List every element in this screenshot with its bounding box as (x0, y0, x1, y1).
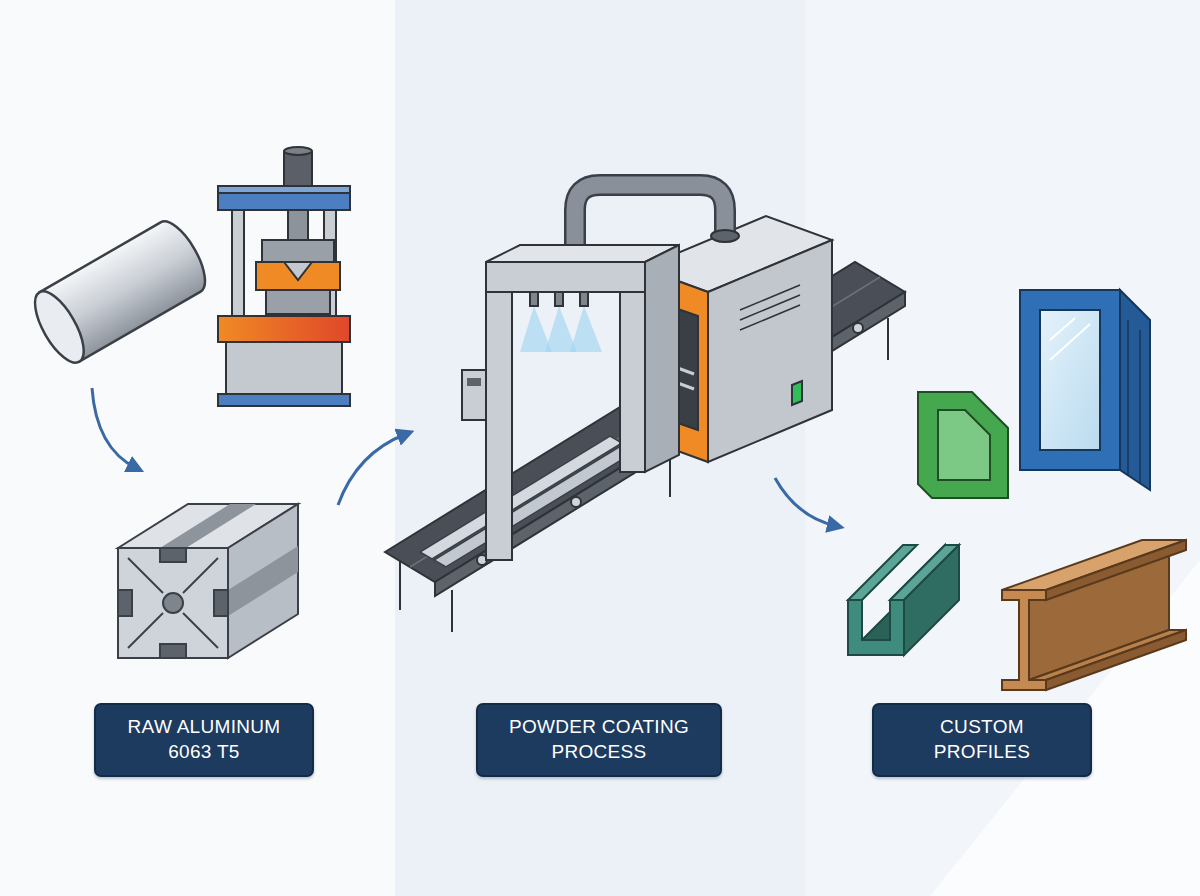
spray-booth-part (530, 292, 538, 306)
conveyor-belt-part (399, 560, 401, 610)
corner-profile-part (918, 392, 1008, 498)
spray-booth (462, 245, 679, 560)
extruded-profile-part (128, 613, 163, 648)
window-frame-profile-part (1050, 324, 1090, 360)
spray-booth-part (570, 306, 602, 352)
extruded-profile-part (128, 558, 163, 593)
extrusion-press-part (284, 262, 312, 280)
stage-label-box: CUSTOM PROFILES (872, 703, 1092, 776)
extrusion-press-part (218, 186, 350, 193)
spray-booth-part (462, 370, 486, 420)
spray-booth-part (555, 292, 563, 306)
extruded-profile-part (160, 644, 186, 658)
profiles-on-belt-part (434, 444, 636, 567)
stage-label-box: POWDER COATING PROCESS (476, 703, 722, 776)
conveyor-belt-part (571, 497, 581, 507)
extrusion-press (218, 147, 350, 406)
channel-profile-part (848, 600, 904, 655)
extruded-profile-part (214, 590, 228, 616)
channel-profile (848, 545, 959, 655)
stage-label-box: RAW ALUMINUM 6063 T5 (94, 703, 314, 776)
profiles-on-belt (420, 436, 636, 567)
flow-arrow-part (92, 388, 136, 468)
extruded-profile (118, 504, 298, 658)
extrusion-press-part (232, 210, 244, 318)
extruded-profile-part (183, 558, 218, 593)
i-beam-profile-part (1046, 540, 1186, 600)
powder-pipe-part (711, 230, 739, 242)
channel-profile-part (904, 545, 959, 655)
extruded-profile-part (118, 548, 228, 658)
spray-booth-part (580, 292, 588, 306)
extrusion-press-part (218, 394, 350, 406)
aluminum-billet (26, 214, 215, 369)
oven-part (708, 240, 832, 462)
conveyor-belt-part (887, 318, 889, 360)
window-frame-profile-part (1040, 310, 1100, 450)
extrusion-press-part (218, 186, 350, 210)
window-frame-profile-part (1139, 330, 1141, 484)
window-frame-profile-part (1020, 290, 1120, 470)
spray-booth-part (486, 292, 512, 560)
window-frame-profile-part (1120, 290, 1150, 490)
extruded-profile-part (183, 613, 218, 648)
extrusion-press-part (288, 210, 308, 242)
stage-label: CUSTOM PROFILES (920, 715, 1044, 764)
spray-booth-part (645, 245, 679, 472)
extruded-profile-part (228, 546, 298, 616)
window-frame-profile (1020, 290, 1150, 490)
extruded-profile-part (118, 590, 132, 616)
oven-part (740, 285, 800, 310)
i-beam-profile (1002, 540, 1186, 690)
background-panels-part (0, 0, 395, 896)
oven-part (792, 381, 802, 405)
extrusion-press-part (262, 240, 334, 262)
background-panels-part (805, 0, 1200, 896)
extrusion-press-part (226, 342, 342, 394)
extruded-profile-part (228, 504, 298, 658)
oven-part (740, 295, 800, 320)
corner-profile (918, 392, 1008, 498)
spray-booth-part (620, 292, 645, 472)
extruded-profile-part (163, 593, 183, 613)
stage-label: POWDER COATING PROCESS (496, 715, 702, 764)
flow-arrow-part (775, 478, 836, 526)
conveyor-belt-part (451, 590, 453, 632)
stage-label: RAW ALUMINUM 6063 T5 (114, 715, 294, 764)
aluminum-billet-part (26, 284, 94, 369)
extrusion-press-part (256, 262, 340, 290)
oven-part (740, 305, 800, 330)
window-frame-profile-part (1127, 320, 1129, 476)
conveyor-belt-part (669, 455, 671, 497)
extrusion-press-part (284, 147, 312, 155)
extrusion-press-part (266, 290, 330, 314)
flow-arrow-part (338, 434, 406, 505)
extrusion-press-part (218, 316, 350, 342)
spray-booth-part (486, 262, 645, 292)
window-frame-profile-part (1050, 318, 1075, 340)
extruded-profile-part (160, 548, 186, 562)
conveyor-belt-part (853, 323, 863, 333)
corner-profile-part (938, 410, 990, 480)
spray-booth-part (467, 378, 481, 386)
i-beam-profile-part (1002, 590, 1046, 690)
profiles-on-belt-part (420, 436, 622, 559)
i-beam-profile-part (1046, 630, 1186, 690)
